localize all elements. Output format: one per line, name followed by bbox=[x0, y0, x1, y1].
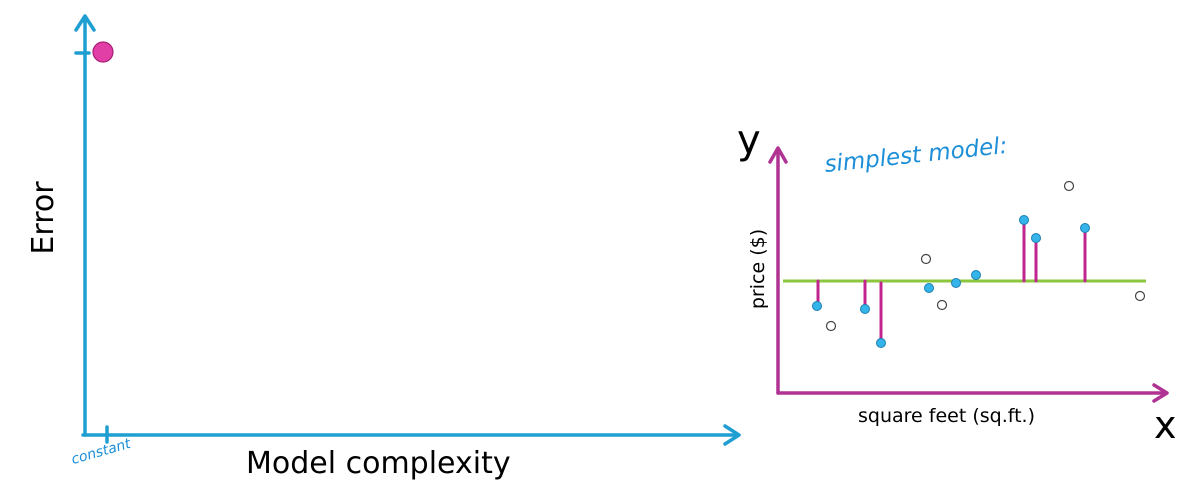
residuals bbox=[816, 218, 1087, 345]
data-point-unused bbox=[920, 253, 932, 265]
data-point-unused bbox=[825, 320, 837, 332]
constant-model-error-point bbox=[92, 41, 114, 63]
right-y-letter: y bbox=[737, 117, 761, 163]
left-y-axis-arrowhead bbox=[74, 14, 96, 32]
data-point bbox=[1031, 233, 1041, 243]
right-x-axis-label: square feet (sq.ft.) bbox=[858, 405, 1035, 427]
left-x-axis-arrowhead bbox=[723, 424, 741, 446]
data-point-unused bbox=[936, 299, 948, 311]
data-point-unused bbox=[1063, 180, 1075, 192]
data-point-unused bbox=[1134, 290, 1146, 302]
right-x-axis-arrowhead bbox=[1152, 383, 1169, 403]
data-point bbox=[1080, 223, 1090, 233]
data-point bbox=[1019, 215, 1029, 225]
data-point bbox=[812, 301, 822, 311]
left-x-axis-label: Model complexity bbox=[246, 446, 511, 481]
other-points bbox=[825, 180, 1146, 332]
left-y-axis-label: Error bbox=[26, 181, 61, 255]
right-y-axis-arrowhead bbox=[768, 146, 788, 164]
right-y-axis-label: price ($) bbox=[747, 229, 769, 309]
fit-points bbox=[812, 215, 1090, 348]
data-point bbox=[924, 283, 934, 293]
right-axes bbox=[768, 146, 1169, 403]
data-point bbox=[876, 338, 886, 348]
data-point bbox=[951, 278, 961, 288]
data-point bbox=[971, 270, 981, 280]
right-x-letter: x bbox=[1154, 403, 1177, 447]
data-point bbox=[860, 304, 870, 314]
left-axes bbox=[74, 14, 741, 446]
